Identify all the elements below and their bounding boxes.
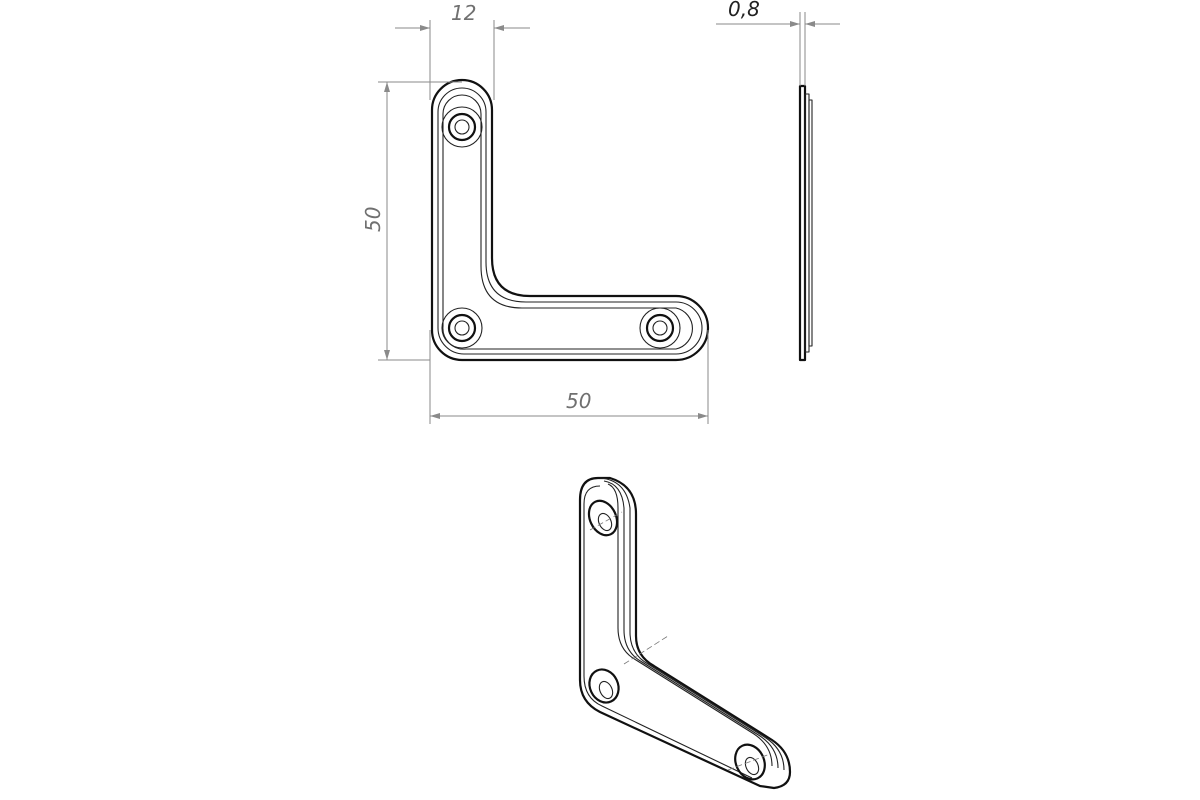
dimension-label-thickness: 0,8: [728, 0, 760, 21]
dimension-width-bottom: 50: [429, 330, 709, 424]
front-view: 12 50 50: [361, 1, 710, 424]
dimension-label-width-top: 12: [451, 1, 476, 25]
hole-top: [441, 106, 483, 148]
hole-right: [639, 307, 681, 349]
bracket-inner-outline-2: [442, 94, 693, 350]
side-plate: [798, 84, 807, 362]
dimension-thickness: 0,8: [716, 0, 840, 86]
dimension-label-width-bottom: 50: [566, 389, 591, 413]
iso-hole-corner: [588, 668, 620, 704]
iso-top-face: [578, 476, 792, 790]
dimension-height-left: 50: [361, 81, 462, 361]
bracket-outline: [430, 78, 710, 362]
dimension-width-top: 12: [395, 1, 530, 100]
isometric-view: [578, 476, 792, 790]
side-view: 0,8: [716, 0, 840, 362]
iso-hole-top: [587, 499, 619, 537]
iso-hole-end: [734, 743, 766, 781]
bracket-inner-outline: [437, 87, 703, 355]
hole-corner: [441, 307, 483, 349]
dimension-label-height-left: 50: [361, 207, 385, 232]
